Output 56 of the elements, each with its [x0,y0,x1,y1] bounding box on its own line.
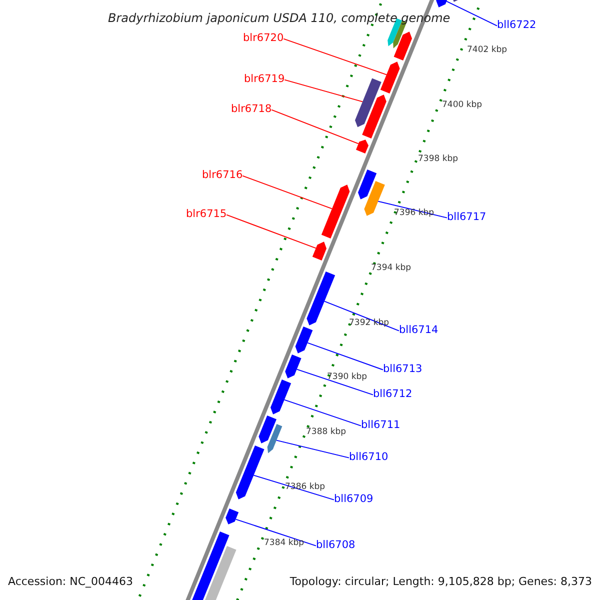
leader-line [446,0,498,26]
scale-label: 7402 kbp [467,46,508,56]
leader-line [283,38,387,76]
title: Bradyrhizobium japonicum USDA 110, complete genome [108,12,450,26]
gene-segment [436,0,450,8]
gene-segment [394,32,412,60]
gene-segment [312,242,326,260]
scale-label: 7388 kbp [306,428,346,438]
gene-label: bll6708 [316,540,356,552]
leader-line [296,368,374,396]
gene-segment [226,508,239,524]
gene-segment [358,170,377,200]
gene-label: blr6719 [244,74,285,86]
gene-segment [258,416,276,444]
gene-segment [321,184,350,238]
gene-segment [295,326,313,354]
gene-segment [355,78,382,128]
gene-label: bll6712 [373,389,412,401]
leader-line [226,214,316,249]
gene-segment [267,424,282,454]
leader-line [284,399,362,426]
scale-label: 7384 kbp [264,539,304,548]
leader-line [276,440,350,458]
gene-label: bll6710 [349,452,388,464]
leader-line [307,342,384,370]
gene-label: blr6720 [243,33,284,45]
gene-segment [285,354,302,378]
gene-segment [270,380,292,414]
leader-line [253,474,334,500]
gene-label: bll6717 [447,212,486,224]
leader-line [378,200,448,218]
info-text: Accession: NC_004463 [8,576,134,588]
leader-line [324,300,400,332]
scale-label: 7400 kbp [442,101,482,110]
scale-label: 7394 kbp [371,264,412,274]
gene-label: blr6716 [202,170,243,182]
scale-label: 7398 kbp [418,155,458,164]
scale-label: 7390 kbp [327,373,368,382]
gene-label: blr6715 [186,209,227,221]
gene-segment [356,140,368,154]
gene-segment [364,181,385,216]
gene-label: bll6709 [334,494,374,506]
gene-segment [236,446,264,500]
gene-segment [306,272,336,326]
leader-line [284,79,363,102]
gene-label: bll6713 [383,364,422,376]
gene-label: bll6711 [361,420,400,432]
gene-segment [380,62,400,94]
info-text: Topology: circular; Length: 9,105,828 bp; Genes: 8,373 [290,576,592,588]
gene-label: bll6722 [497,20,536,32]
leader-line [271,109,359,144]
gene-label: bll6714 [399,325,438,337]
leader-line [242,175,332,210]
leader-line [235,518,316,546]
gene-label: blr6718 [231,104,272,116]
gene-segment [362,94,386,138]
